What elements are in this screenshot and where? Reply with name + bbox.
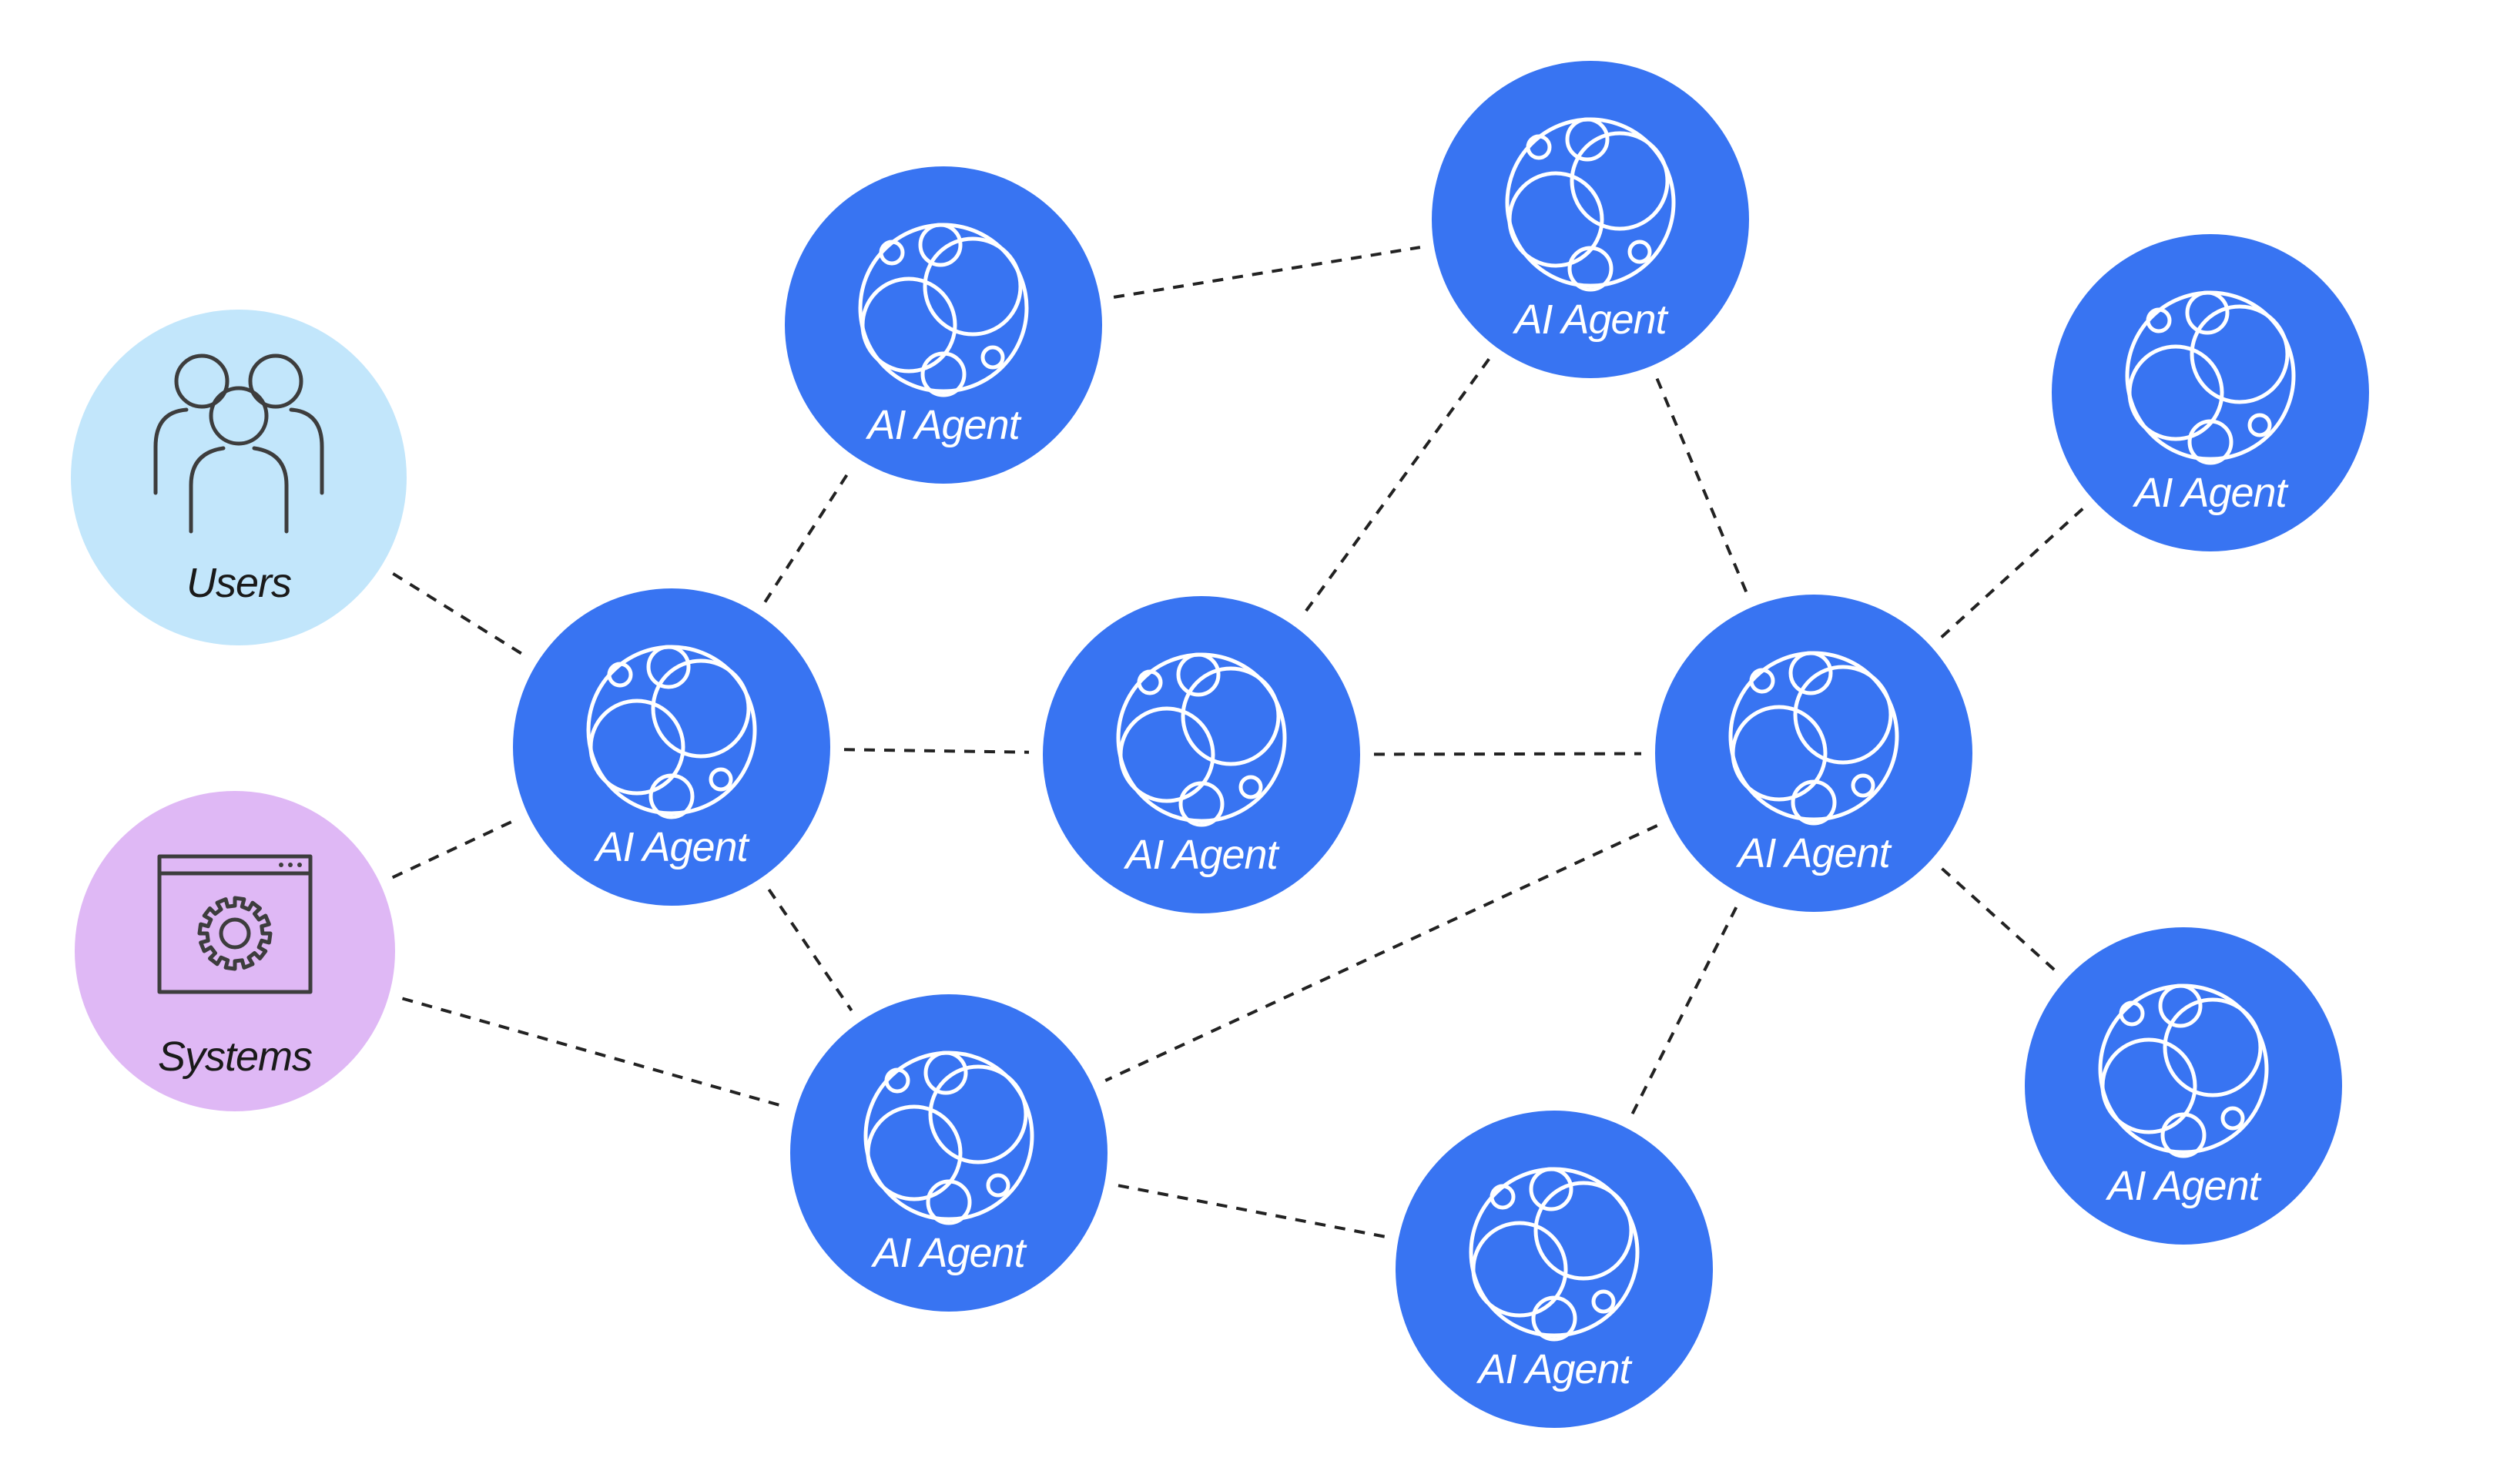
node-circle <box>75 791 395 1111</box>
connector-agent-hub-to-agent-center <box>843 748 1030 754</box>
node-label: AI Agent <box>1123 832 1279 878</box>
node-label: Users <box>186 560 291 606</box>
connections-layer <box>391 246 2084 1238</box>
connector-users-to-agent-hub <box>392 572 526 658</box>
node-agent-bottom-left: AI Agent <box>790 994 1108 1312</box>
connector-agent-right-hub-to-agent-bottom-right <box>1941 867 2056 972</box>
connector-systems-to-agent-bottom-left <box>401 997 783 1108</box>
connector-agent-hub-to-agent-bottom-left <box>767 888 853 1012</box>
connector-agent-right-hub-to-agent-bottom-left <box>1104 824 1658 1082</box>
connector-agent-right-hub-to-agent-bottom-center <box>1630 906 1738 1116</box>
node-agent-bottom-right: AI Agent <box>2025 927 2342 1245</box>
node-label: AI Agent <box>2132 470 2288 516</box>
connector-systems-to-agent-hub <box>391 818 516 880</box>
node-label: AI Agent <box>1735 830 1892 876</box>
node-systems: Systems <box>75 791 395 1111</box>
connector-agent-hub-to-agent-top-left <box>763 469 852 603</box>
connector-agent-bottom-left-to-agent-bottom-center <box>1118 1184 1386 1238</box>
node-agent-hub: AI Agent <box>513 588 830 906</box>
node-agent-top-right: AI Agent <box>2052 234 2369 551</box>
node-agent-bottom-center: AI Agent <box>1396 1111 1713 1428</box>
node-users: Users <box>71 310 407 645</box>
connector-agent-top-center-to-agent-right-hub <box>1655 377 1749 595</box>
node-label: AI Agent <box>593 824 749 870</box>
node-label: AI Agent <box>2105 1163 2261 1209</box>
connector-agent-top-left-to-agent-top-center <box>1113 246 1421 299</box>
node-circle <box>71 310 407 645</box>
connector-agent-center-to-agent-right-hub <box>1373 752 1642 756</box>
node-agent-top-center: AI Agent <box>1432 61 1749 378</box>
node-label: AI Agent <box>865 402 1021 448</box>
node-label: AI Agent <box>870 1230 1027 1276</box>
node-label: Systems <box>158 1034 312 1080</box>
node-agent-center: AI Agent <box>1043 596 1360 913</box>
node-agent-right-hub: AI Agent <box>1655 595 1972 912</box>
node-label: AI Agent <box>1512 297 1668 343</box>
connector-agent-top-center-to-agent-center <box>1302 358 1490 616</box>
node-label: AI Agent <box>1476 1346 1632 1392</box>
node-agent-top-left: AI Agent <box>785 166 1102 484</box>
connector-agent-right-hub-to-agent-top-right <box>1940 508 2084 638</box>
